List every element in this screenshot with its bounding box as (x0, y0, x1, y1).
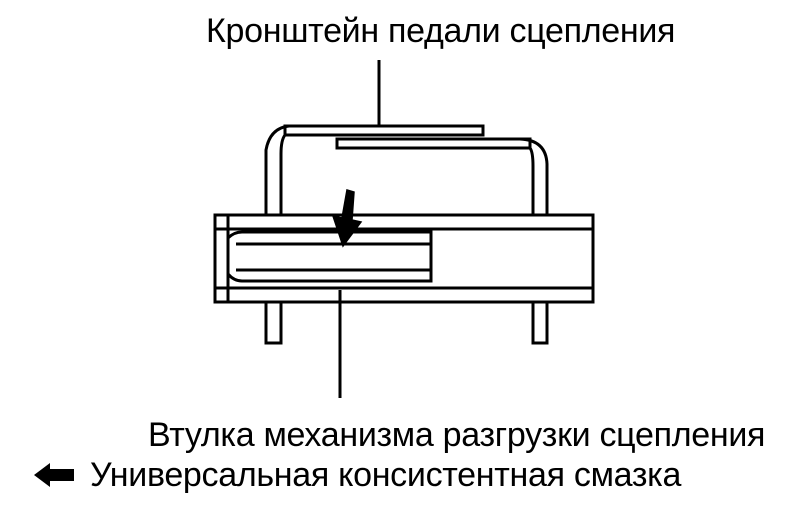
bracket-upper-plate (283, 124, 485, 137)
legend-text: Универсальная консистентная смазка (90, 456, 682, 494)
legend: Универсальная консистентная смазка (34, 458, 681, 492)
grease-arrow-icon (331, 189, 363, 248)
bracket-left-leg-lower (264, 302, 283, 345)
bracket-lower-plate (335, 137, 532, 150)
bushing-label: Втулка механизма разгрузки сцепления (148, 416, 766, 454)
left-arrow-icon (34, 462, 74, 488)
bracket-right-leg (519, 137, 549, 216)
bushing-inner-sleeve (226, 230, 433, 283)
bushing-inner-sleeve-lines (236, 242, 431, 272)
bracket-right-leg-lower (531, 302, 549, 345)
bracket-left-leg (264, 124, 290, 216)
bracket-label: Кронштейн педали сцепления (206, 12, 676, 50)
